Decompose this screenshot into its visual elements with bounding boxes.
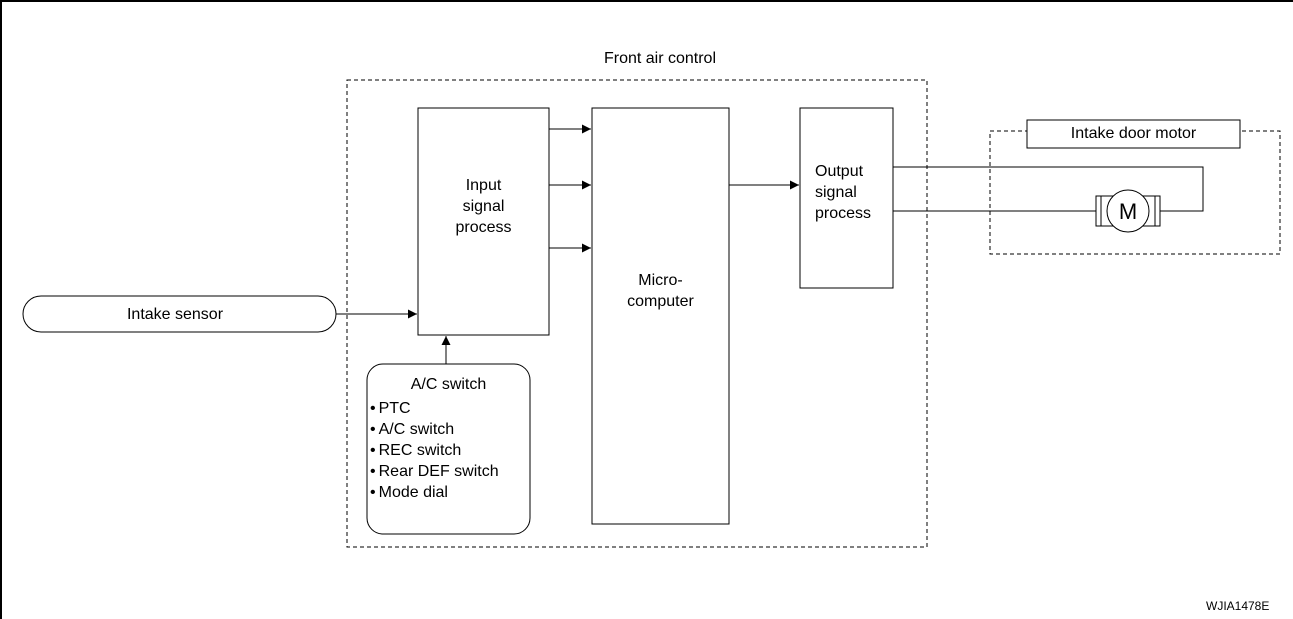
intake-door-motor-label: Intake door motor xyxy=(1070,125,1197,142)
motor-label: M xyxy=(1119,199,1137,224)
microcomputer-box xyxy=(591,107,730,525)
input-label-line-3: process xyxy=(455,219,512,236)
group-title: Front air control xyxy=(603,50,717,67)
intake-door-motor-label-box xyxy=(1026,119,1241,149)
output-label-line-1: Output xyxy=(815,163,864,180)
ac-switch-item: REC switch xyxy=(370,440,499,461)
intake-door-motor-boundary xyxy=(989,130,1281,255)
input-signal-process-label: Input signal process xyxy=(418,175,549,238)
ac-switch-item: PTC xyxy=(370,398,499,419)
output-signal-process-label: Output signal process xyxy=(815,161,893,224)
output-signal-process-box xyxy=(799,107,894,289)
micro-label-line-1: Micro- xyxy=(638,272,683,289)
input-signal-process-box xyxy=(417,107,550,336)
front-air-control-boundary xyxy=(346,79,928,548)
motor-circle xyxy=(1106,189,1150,233)
wire-output-top xyxy=(893,166,1204,212)
ac-switch-items: PTC A/C switch REC switch Rear DEF switc… xyxy=(370,398,499,503)
ac-switch-item: Rear DEF switch xyxy=(370,461,499,482)
intake-sensor-label: Intake sensor xyxy=(126,306,224,323)
figure-code: WJIA1478E xyxy=(1206,599,1270,613)
ac-switch-item: A/C switch xyxy=(370,419,499,440)
input-label-line-1: Input xyxy=(465,177,502,194)
ac-switch-title: A/C switch xyxy=(410,376,487,393)
microcomputer-label: Micro- computer xyxy=(592,270,729,312)
micro-label-line-2: computer xyxy=(627,293,694,310)
output-label-line-2: signal xyxy=(815,184,857,201)
output-label-line-3: process xyxy=(815,205,872,222)
ac-switch-item: Mode dial xyxy=(370,482,499,503)
input-label-line-2: signal xyxy=(462,198,505,215)
